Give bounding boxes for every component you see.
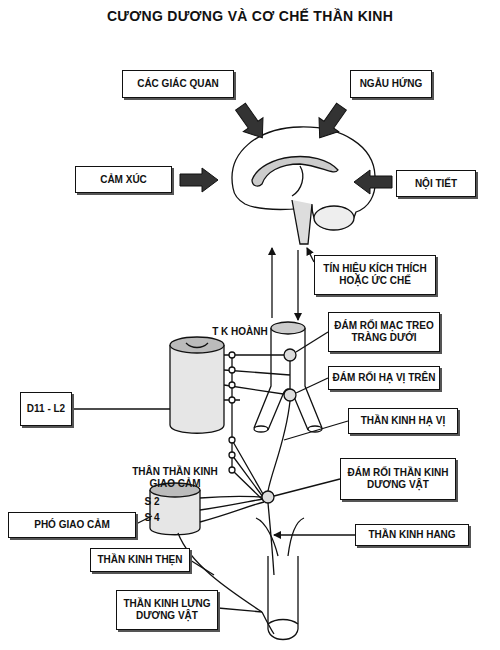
- box-text: ĐÁM RỐI THẦN KINH DƯƠNG VẬT: [344, 467, 452, 491]
- ganglion: [229, 452, 235, 458]
- ganglion: [229, 382, 235, 388]
- box-text: ĐÁM RỐI MẠC TREO TRÀNG DƯỚI: [332, 320, 436, 344]
- ganglion: [229, 437, 235, 443]
- leader-line: [284, 421, 348, 440]
- pelvic-splanchnic: [200, 496, 264, 522]
- leader-line: [296, 378, 328, 393]
- corpus-callosum: [252, 157, 338, 187]
- input-arrow: [231, 100, 272, 145]
- box-text: TÍN HIỆU KÍCH THÍCH HOẶC ỨC CHẾ: [318, 263, 432, 287]
- ganglion: [229, 467, 235, 473]
- anatomy-label: THÂN THẦN KINH GIAO CẢM: [125, 466, 225, 490]
- label-box: THẦN KINH LƯNG DƯƠNG VẬT: [116, 590, 218, 630]
- box-text: THẦN KINH HẠ VỊ: [361, 415, 445, 427]
- prostate: [256, 518, 304, 556]
- leader-line: [274, 479, 340, 496]
- hypogastric-nerve: [268, 401, 290, 491]
- chain-branches: [232, 440, 263, 500]
- plexus: [284, 349, 296, 361]
- ascending-arrow: [271, 248, 272, 318]
- leader-line: [274, 534, 355, 535]
- spinal-cord-top: [170, 337, 224, 353]
- anatomy-label: S 4: [140, 512, 164, 524]
- label-box: D11 - L2: [20, 392, 72, 426]
- plexus: [284, 389, 296, 401]
- input-arrow: [180, 168, 218, 192]
- anatomy-label: T K HOÀNH: [205, 326, 275, 338]
- diagram-title: CƯƠNG DƯƠNG VÀ CƠ CHẾ THẦN KINH: [0, 8, 500, 24]
- label-box: CÁC GIÁC QUAN: [122, 70, 234, 98]
- box-text: ĐÁM RỐI HẠ VỊ TRÊN: [333, 372, 436, 384]
- sympathetic-nerves: [224, 352, 290, 470]
- ganglion: [229, 367, 235, 373]
- plexus: [262, 491, 274, 503]
- iliac-end: [254, 426, 268, 432]
- box-text: THẦN KINH LƯNG DƯƠNG VẬT: [120, 598, 214, 622]
- box-text: PHÓ GIAO CẢM: [34, 519, 110, 531]
- label-box: TÍN HIỆU KÍCH THÍCH HOẶC ỨC CHẾ: [314, 255, 436, 295]
- brain-fold: [292, 166, 303, 196]
- leader-line: [296, 332, 328, 352]
- label-box: THẦN KINH HANG: [355, 524, 469, 546]
- input-arrow: [354, 170, 392, 194]
- aorta-top: [271, 322, 305, 334]
- glans-line: [268, 620, 298, 625]
- descending-arrow: [297, 250, 298, 320]
- label-box: THẦN KINH THẸN: [90, 548, 190, 572]
- input-arrow: [310, 100, 351, 145]
- box-text: THẦN KINH THẸN: [98, 554, 183, 566]
- cerebellum: [314, 206, 354, 230]
- ganglion: [229, 352, 235, 358]
- spinal-cord-upper: [170, 345, 224, 433]
- leader-line: [72, 408, 170, 409]
- box-text: THẦN KINH HANG: [368, 529, 455, 541]
- leader-line: [307, 248, 314, 262]
- box-text: D11 - L2: [27, 403, 65, 415]
- leader-line: [218, 608, 262, 612]
- box-text: NGẪU HỨNG: [360, 78, 423, 90]
- box-text: CẢM XÚC: [100, 174, 147, 186]
- cavernous-nerve: [268, 503, 274, 575]
- label-box: NGẪU HỨNG: [350, 70, 432, 98]
- anatomy-label: S 2: [140, 496, 164, 508]
- label-box: ĐÁM RỐI MẠC TREO TRÀNG DƯỚI: [328, 312, 440, 352]
- brainstem: [292, 200, 312, 244]
- ganglion: [229, 397, 235, 403]
- grey-matter: [186, 343, 208, 348]
- label-box: CẢM XÚC: [75, 166, 172, 193]
- label-box: ĐÁM RỐI HẠ VỊ TRÊN: [328, 366, 440, 390]
- label-box: THẦN KINH HẠ VỊ: [348, 408, 458, 434]
- label-box: PHÓ GIAO CẢM: [8, 512, 136, 538]
- box-text: CÁC GIÁC QUAN: [137, 78, 219, 90]
- penis: [268, 556, 298, 640]
- box-text: NỘI TIẾT: [415, 178, 457, 190]
- leader-line: [190, 560, 214, 575]
- label-box: NỘI TIẾT: [396, 170, 476, 197]
- label-box: ĐÁM RỐI THẦN KINH DƯƠNG VẬT: [340, 458, 456, 500]
